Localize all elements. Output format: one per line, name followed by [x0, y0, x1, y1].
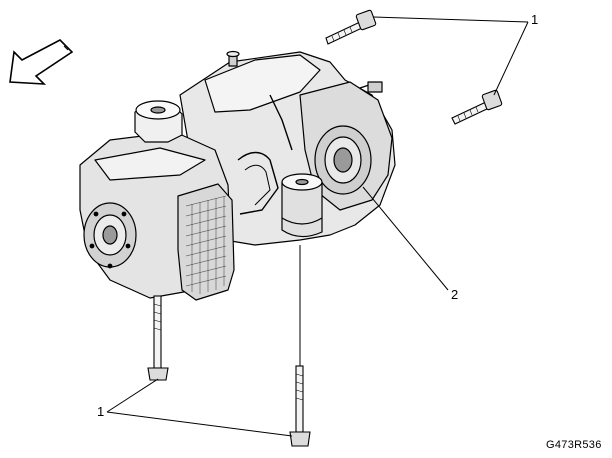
bolt-bottom-right: [289, 365, 311, 447]
arrow-left-down-icon: [9, 39, 74, 85]
leader-lines: [106, 16, 529, 437]
bolt-top-right: [451, 89, 503, 125]
bolt-bottom-left: [147, 295, 169, 381]
callout-housing: 2: [451, 287, 459, 302]
rear-differential-assembly: [79, 50, 396, 301]
figure-code: G473R536: [546, 439, 602, 451]
bolt-top-left: [325, 9, 377, 45]
callout-bolt-bottom: 1: [97, 404, 105, 419]
callout-bolt-top: 1: [531, 12, 539, 27]
